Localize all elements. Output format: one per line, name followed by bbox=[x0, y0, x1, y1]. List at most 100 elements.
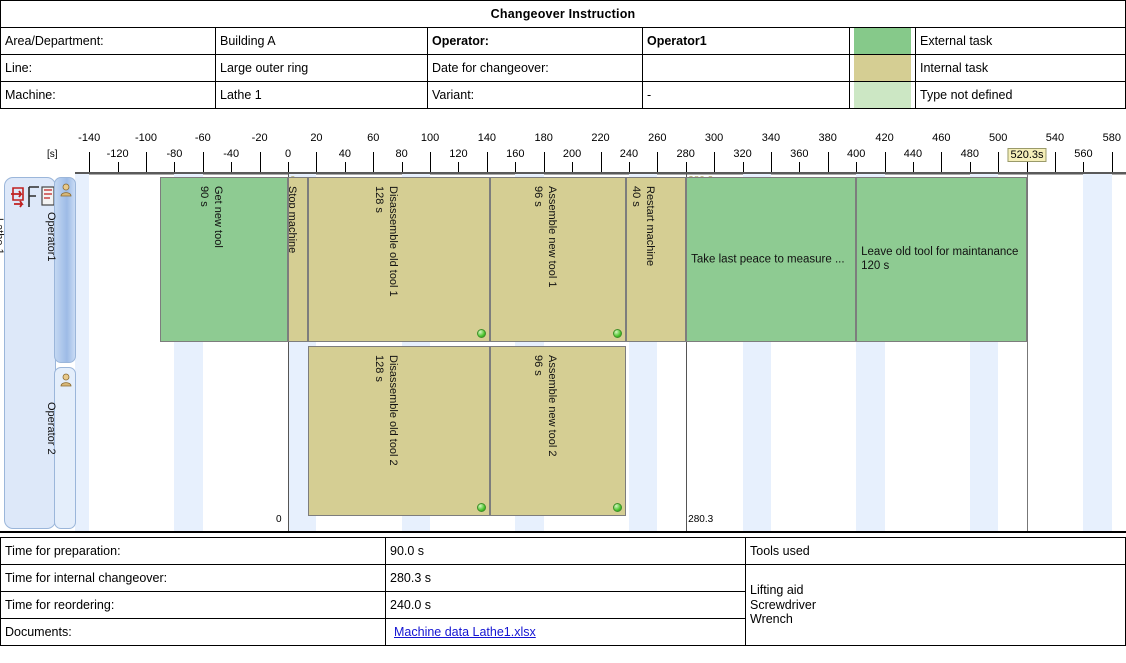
page-title: Changeover Instruction bbox=[0, 0, 1126, 28]
axis-tick-label: 260 bbox=[648, 132, 667, 144]
operator-icon bbox=[60, 183, 72, 197]
plot-bottom-border bbox=[0, 531, 1126, 533]
tool-item: Wrench bbox=[750, 612, 793, 627]
header-row-1: Area/Department: Building A Operator: Op… bbox=[0, 27, 1126, 55]
axis-tick bbox=[1111, 152, 1113, 172]
axis-tick bbox=[1026, 162, 1028, 172]
variant-value: - bbox=[642, 81, 850, 109]
gantt-task-bar[interactable]: Take last peace to measure ... bbox=[686, 177, 857, 342]
axis-tick-label: 160 bbox=[506, 148, 525, 160]
date-for-changeover-label: Date for changeover: bbox=[427, 54, 643, 82]
axis-tick-label: 300 bbox=[704, 132, 724, 144]
header-row-2: Line: Large outer ring Date for changeov… bbox=[0, 54, 1126, 82]
axis-tick bbox=[1083, 162, 1085, 172]
time-preparation-label: Time for preparation: bbox=[0, 537, 386, 565]
task-link-handle[interactable] bbox=[476, 329, 486, 338]
axis-tick-label: 420 bbox=[875, 132, 894, 144]
axis-tick bbox=[856, 162, 858, 172]
axis-tick-label: -140 bbox=[78, 132, 101, 144]
time-reordering-label: Time for reordering: bbox=[0, 591, 386, 619]
axis-tick-label: -40 bbox=[223, 148, 240, 160]
title-row: Changeover Instruction bbox=[0, 0, 1126, 28]
legend-label-internal: Internal task bbox=[914, 54, 1126, 82]
axis-tick bbox=[430, 152, 432, 172]
task-label: Take last peace to measure ... bbox=[691, 253, 845, 266]
machine-panel[interactable]: Lathe 1 Large outer ring bbox=[0, 177, 56, 529]
axis-tick-label: 0 bbox=[284, 148, 292, 160]
legend-label-external: External task bbox=[914, 27, 1126, 55]
axis-tick bbox=[628, 162, 630, 172]
resource-sidebar: Lathe 1 Large outer ring Operator1 Opera… bbox=[0, 174, 78, 533]
operator1-label: Operator1 bbox=[45, 212, 57, 262]
operator2-label: Operator 2 bbox=[45, 402, 57, 455]
total-end-line bbox=[1027, 174, 1028, 533]
axis-tick bbox=[543, 152, 545, 172]
axis-tick bbox=[969, 162, 971, 172]
axis-tick bbox=[117, 162, 119, 172]
axis-tick-label: 240 bbox=[619, 148, 639, 160]
tools-used-list: Lifting aid Screwdriver Wrench bbox=[745, 564, 1126, 646]
axis-tick bbox=[458, 162, 460, 172]
line-value: Large outer ring bbox=[215, 54, 428, 82]
axis-tick bbox=[742, 162, 744, 172]
summary-row-documents: Documents: Machine data Lathe1.xlsx bbox=[0, 618, 1126, 646]
operator-row-operator1[interactable]: Operator1 bbox=[45, 177, 76, 363]
axis-tick bbox=[515, 162, 517, 172]
axis-tick bbox=[998, 152, 1000, 172]
task-link-handle[interactable] bbox=[476, 503, 486, 512]
axis-tick-label: 560 bbox=[1074, 148, 1093, 160]
internal-end-marker-label-bottom: 280.3 bbox=[688, 514, 714, 525]
axis-tick-label: 440 bbox=[903, 148, 923, 160]
task-link-handle[interactable] bbox=[613, 503, 623, 512]
axis-tick-label: 80 bbox=[395, 148, 408, 160]
axis-tick-label: 500 bbox=[988, 132, 1008, 144]
time-reordering-value: 240.0 s bbox=[385, 591, 746, 619]
time-preparation-value: 90.0 s bbox=[385, 537, 746, 565]
operator-row-operator2[interactable]: Operator 2 bbox=[45, 367, 76, 529]
tool-item: Screwdriver bbox=[750, 597, 816, 612]
area-department-label: Area/Department: bbox=[0, 27, 216, 55]
legend-label-undefined: Type not defined bbox=[914, 81, 1126, 109]
grid-stripe bbox=[75, 174, 90, 533]
document-link-machine-data[interactable]: Machine data Lathe1.xlsx bbox=[394, 625, 536, 639]
axis-tick-label: 20 bbox=[310, 132, 323, 144]
line-label: Line: bbox=[0, 54, 216, 82]
legend-swatch-undefined bbox=[849, 81, 916, 109]
axis-tick-label: 340 bbox=[761, 132, 781, 144]
axis-tick-label: 480 bbox=[960, 148, 979, 160]
gantt-task-bar[interactable]: Stop machine bbox=[288, 177, 308, 342]
axis-tick-label: -80 bbox=[166, 148, 183, 160]
task-link-handle[interactable] bbox=[613, 329, 623, 338]
total-time-badge: 520.3s bbox=[1007, 148, 1047, 162]
internal-end-marker bbox=[686, 174, 688, 533]
axis-tick bbox=[288, 162, 290, 172]
axis-tick-label: 540 bbox=[1045, 132, 1065, 144]
axis-tick-label: -60 bbox=[194, 132, 211, 144]
task-label: Stop machine bbox=[288, 186, 298, 254]
documents-label: Documents: bbox=[0, 618, 386, 646]
axis-tick-label: 180 bbox=[534, 132, 553, 144]
start-marker-label-bottom: 0 bbox=[276, 514, 282, 525]
axis-tick-label: 100 bbox=[420, 132, 440, 144]
machine-value: Lathe 1 bbox=[215, 81, 428, 109]
axis-tick-label: 120 bbox=[449, 148, 468, 160]
header-info-table: Changeover Instruction Area/Department: … bbox=[0, 0, 1126, 109]
documents-value: Machine data Lathe1.xlsx bbox=[385, 618, 746, 646]
date-for-changeover-value[interactable] bbox=[642, 54, 850, 82]
axis-tick bbox=[1054, 152, 1056, 172]
axis-baseline bbox=[75, 172, 1126, 174]
